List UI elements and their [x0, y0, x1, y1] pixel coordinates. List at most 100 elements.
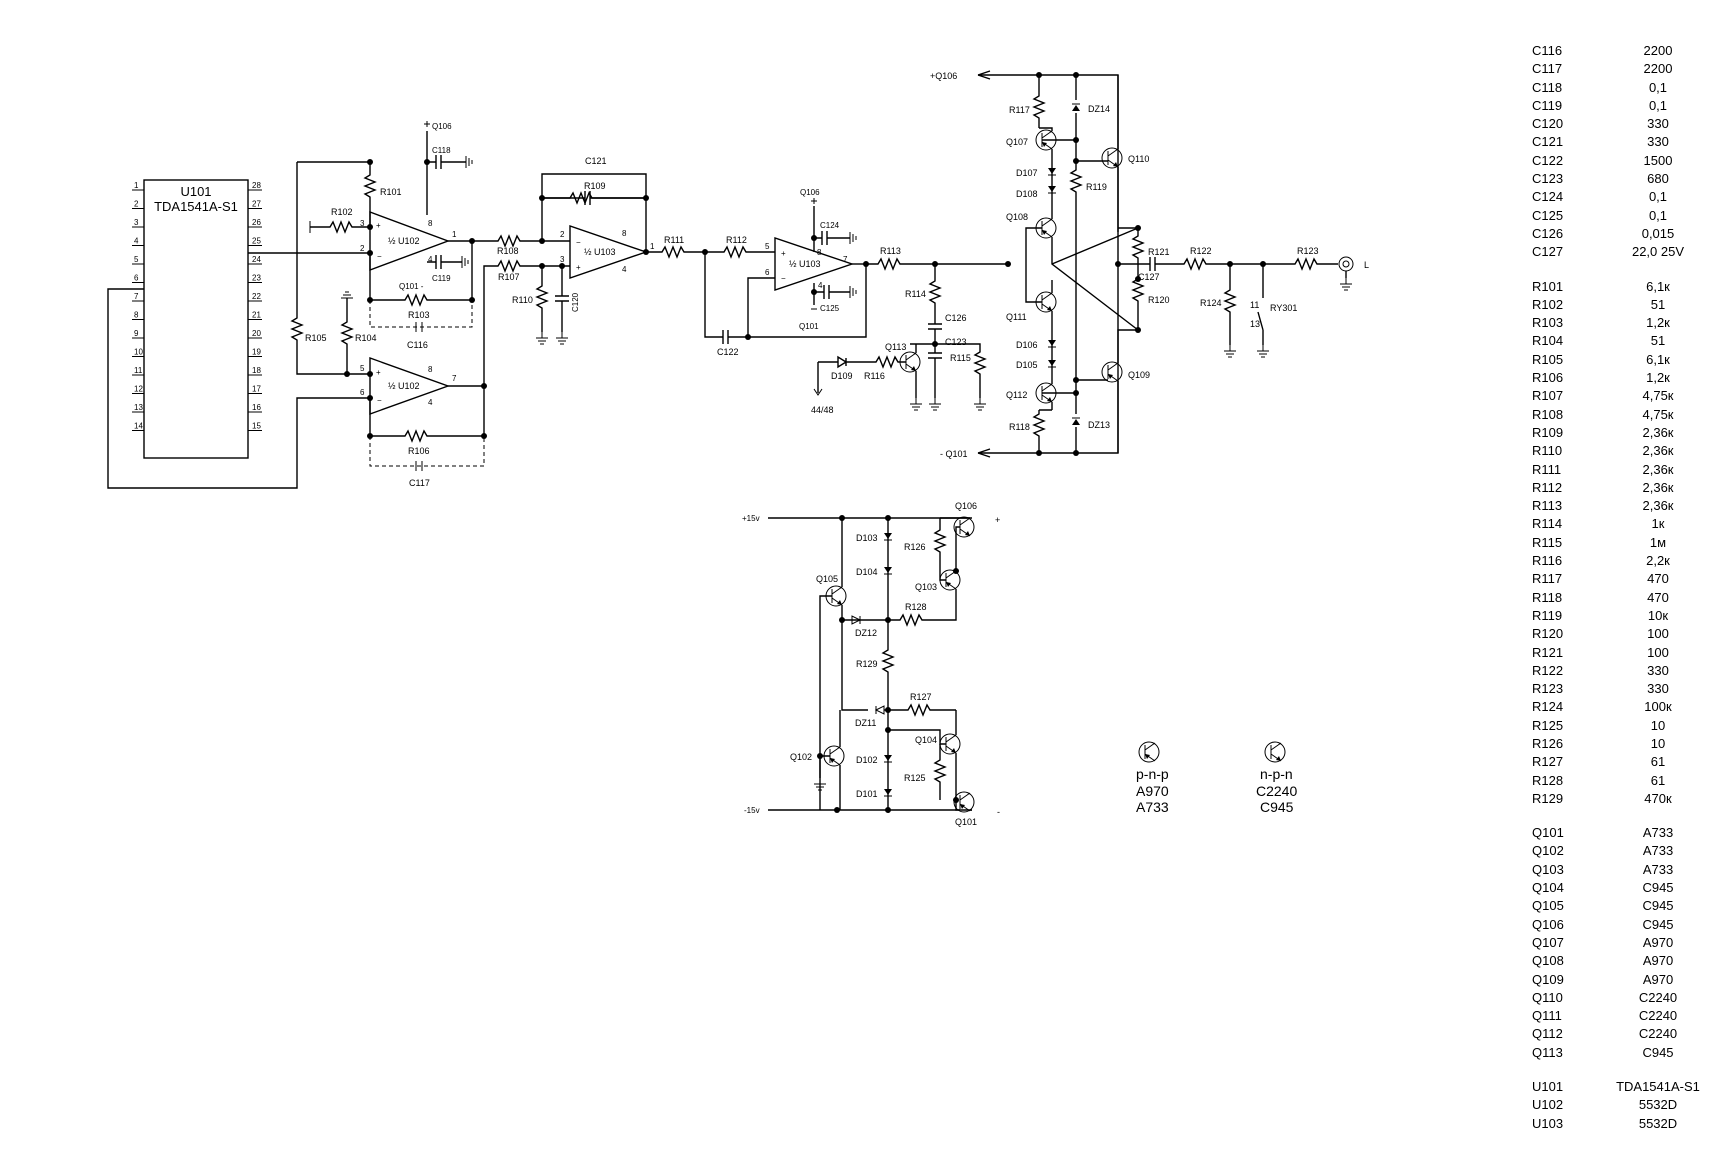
q109-label: Q109: [1128, 370, 1150, 380]
transistor-ref: Q104: [1532, 880, 1564, 896]
transistor-value: C2240: [1638, 989, 1678, 1005]
plus-q106-label: +Q106: [930, 71, 957, 81]
c117-label: C117: [409, 478, 430, 488]
transistor-value: C945: [1642, 880, 1674, 896]
q106-label: Q106: [955, 501, 977, 511]
resistor-ref: R126: [1532, 735, 1564, 751]
resistor-ref: R129: [1532, 790, 1564, 806]
ic-value: 5532D: [1638, 1097, 1678, 1113]
resistor-row: R119 10к: [1532, 607, 1710, 625]
ic-value: 5532D: [1638, 1115, 1678, 1131]
resistor-value: 10к: [1647, 607, 1669, 623]
capacitor-value: 0,1: [1648, 79, 1668, 95]
transistor-value: C2240: [1638, 1026, 1678, 1042]
output-l-label: L: [1364, 260, 1369, 270]
r103-label: R103: [408, 310, 430, 320]
q111-label: Q111: [1006, 312, 1027, 322]
transistor-ref: Q110: [1532, 989, 1563, 1005]
svg-text:−: −: [377, 252, 382, 261]
resistor-ref: R125: [1532, 717, 1564, 733]
svg-text:4: 4: [622, 265, 627, 274]
r121-label: R121: [1148, 247, 1170, 257]
capacitor-ref: C126: [1532, 225, 1564, 241]
svg-text:8: 8: [428, 219, 433, 228]
resistor-value: 1,2к: [1646, 315, 1670, 331]
u101-pin-number: 4: [134, 237, 139, 246]
npn-legend-part-1: C2240: [1256, 783, 1297, 799]
u101-pin-number: 5: [134, 255, 139, 264]
c123-label: C123: [945, 337, 967, 347]
r123-label: R123: [1297, 246, 1319, 256]
svg-text:+: +: [576, 263, 581, 272]
capacitor-row: C118 0,1: [1532, 79, 1710, 97]
r111-label: R111: [664, 235, 684, 245]
dz12-label: DZ12: [855, 628, 877, 638]
capacitor-ref: C127: [1532, 244, 1564, 260]
resistor-value: 51: [1650, 333, 1666, 349]
resistor-value: 470к: [1644, 790, 1672, 806]
d104-label: D104: [856, 567, 878, 577]
ic-ref: U102: [1532, 1097, 1564, 1113]
resistor-value: 2,36к: [1642, 498, 1674, 514]
svg-text:2: 2: [360, 244, 365, 253]
r101-label: R101: [380, 187, 402, 197]
r128-label: R128: [905, 602, 927, 612]
npn-legend-icon: [1264, 741, 1286, 763]
u103-second-label: ½ U103: [789, 259, 821, 269]
svg-text:5: 5: [360, 364, 365, 373]
legend-npn: n-p-n C2240 C945: [1256, 741, 1297, 815]
resistor-value: 2,36к: [1642, 479, 1674, 495]
transistor-ref: Q108: [1532, 953, 1564, 969]
capacitor-ref: C118: [1532, 79, 1563, 95]
r127-label: R127: [910, 692, 932, 702]
r113-label: R113: [880, 246, 901, 256]
resistor-ref: R112: [1532, 479, 1563, 495]
resistor-ref: R102: [1532, 296, 1564, 312]
capacitor-ref: C123: [1532, 171, 1564, 187]
resistor-ref: R101: [1532, 278, 1564, 294]
transistor-ref: Q105: [1532, 898, 1564, 914]
svg-text:5: 5: [765, 242, 770, 251]
u101-pin-number: 10: [134, 348, 143, 357]
u101-pin-number: 26: [252, 218, 261, 227]
ratio-label: 44/48: [811, 405, 834, 415]
transistor-ref: Q112: [1532, 1026, 1563, 1042]
q109-transistor: [1101, 361, 1123, 383]
capacitor-value: 2200: [1643, 43, 1673, 58]
resistor-value: 4,75к: [1642, 388, 1674, 404]
ic-ref: U101: [1532, 1079, 1564, 1095]
resistor-row: R112 2,36к: [1532, 479, 1710, 497]
transistor-row: Q104 C945: [1532, 879, 1710, 897]
resistor-value: 1,2к: [1646, 370, 1670, 386]
svg-text:+: +: [376, 368, 381, 377]
resistor-value: 470: [1647, 571, 1669, 587]
capacitor-value: 330: [1647, 134, 1669, 150]
dz11-label: DZ11: [855, 718, 876, 728]
ry301-pin11-label: 11: [1250, 300, 1259, 310]
svg-text:1: 1: [650, 242, 655, 251]
resistor-value: 330: [1647, 662, 1669, 678]
resistor-ref: R119: [1532, 607, 1563, 623]
r124-label: R124: [1200, 298, 1222, 308]
pnp-legend-part-2: A733: [1136, 799, 1169, 815]
r129-label: R129: [856, 659, 878, 669]
svg-text:3: 3: [360, 219, 365, 228]
resistor-value: 6,1к: [1646, 278, 1670, 294]
